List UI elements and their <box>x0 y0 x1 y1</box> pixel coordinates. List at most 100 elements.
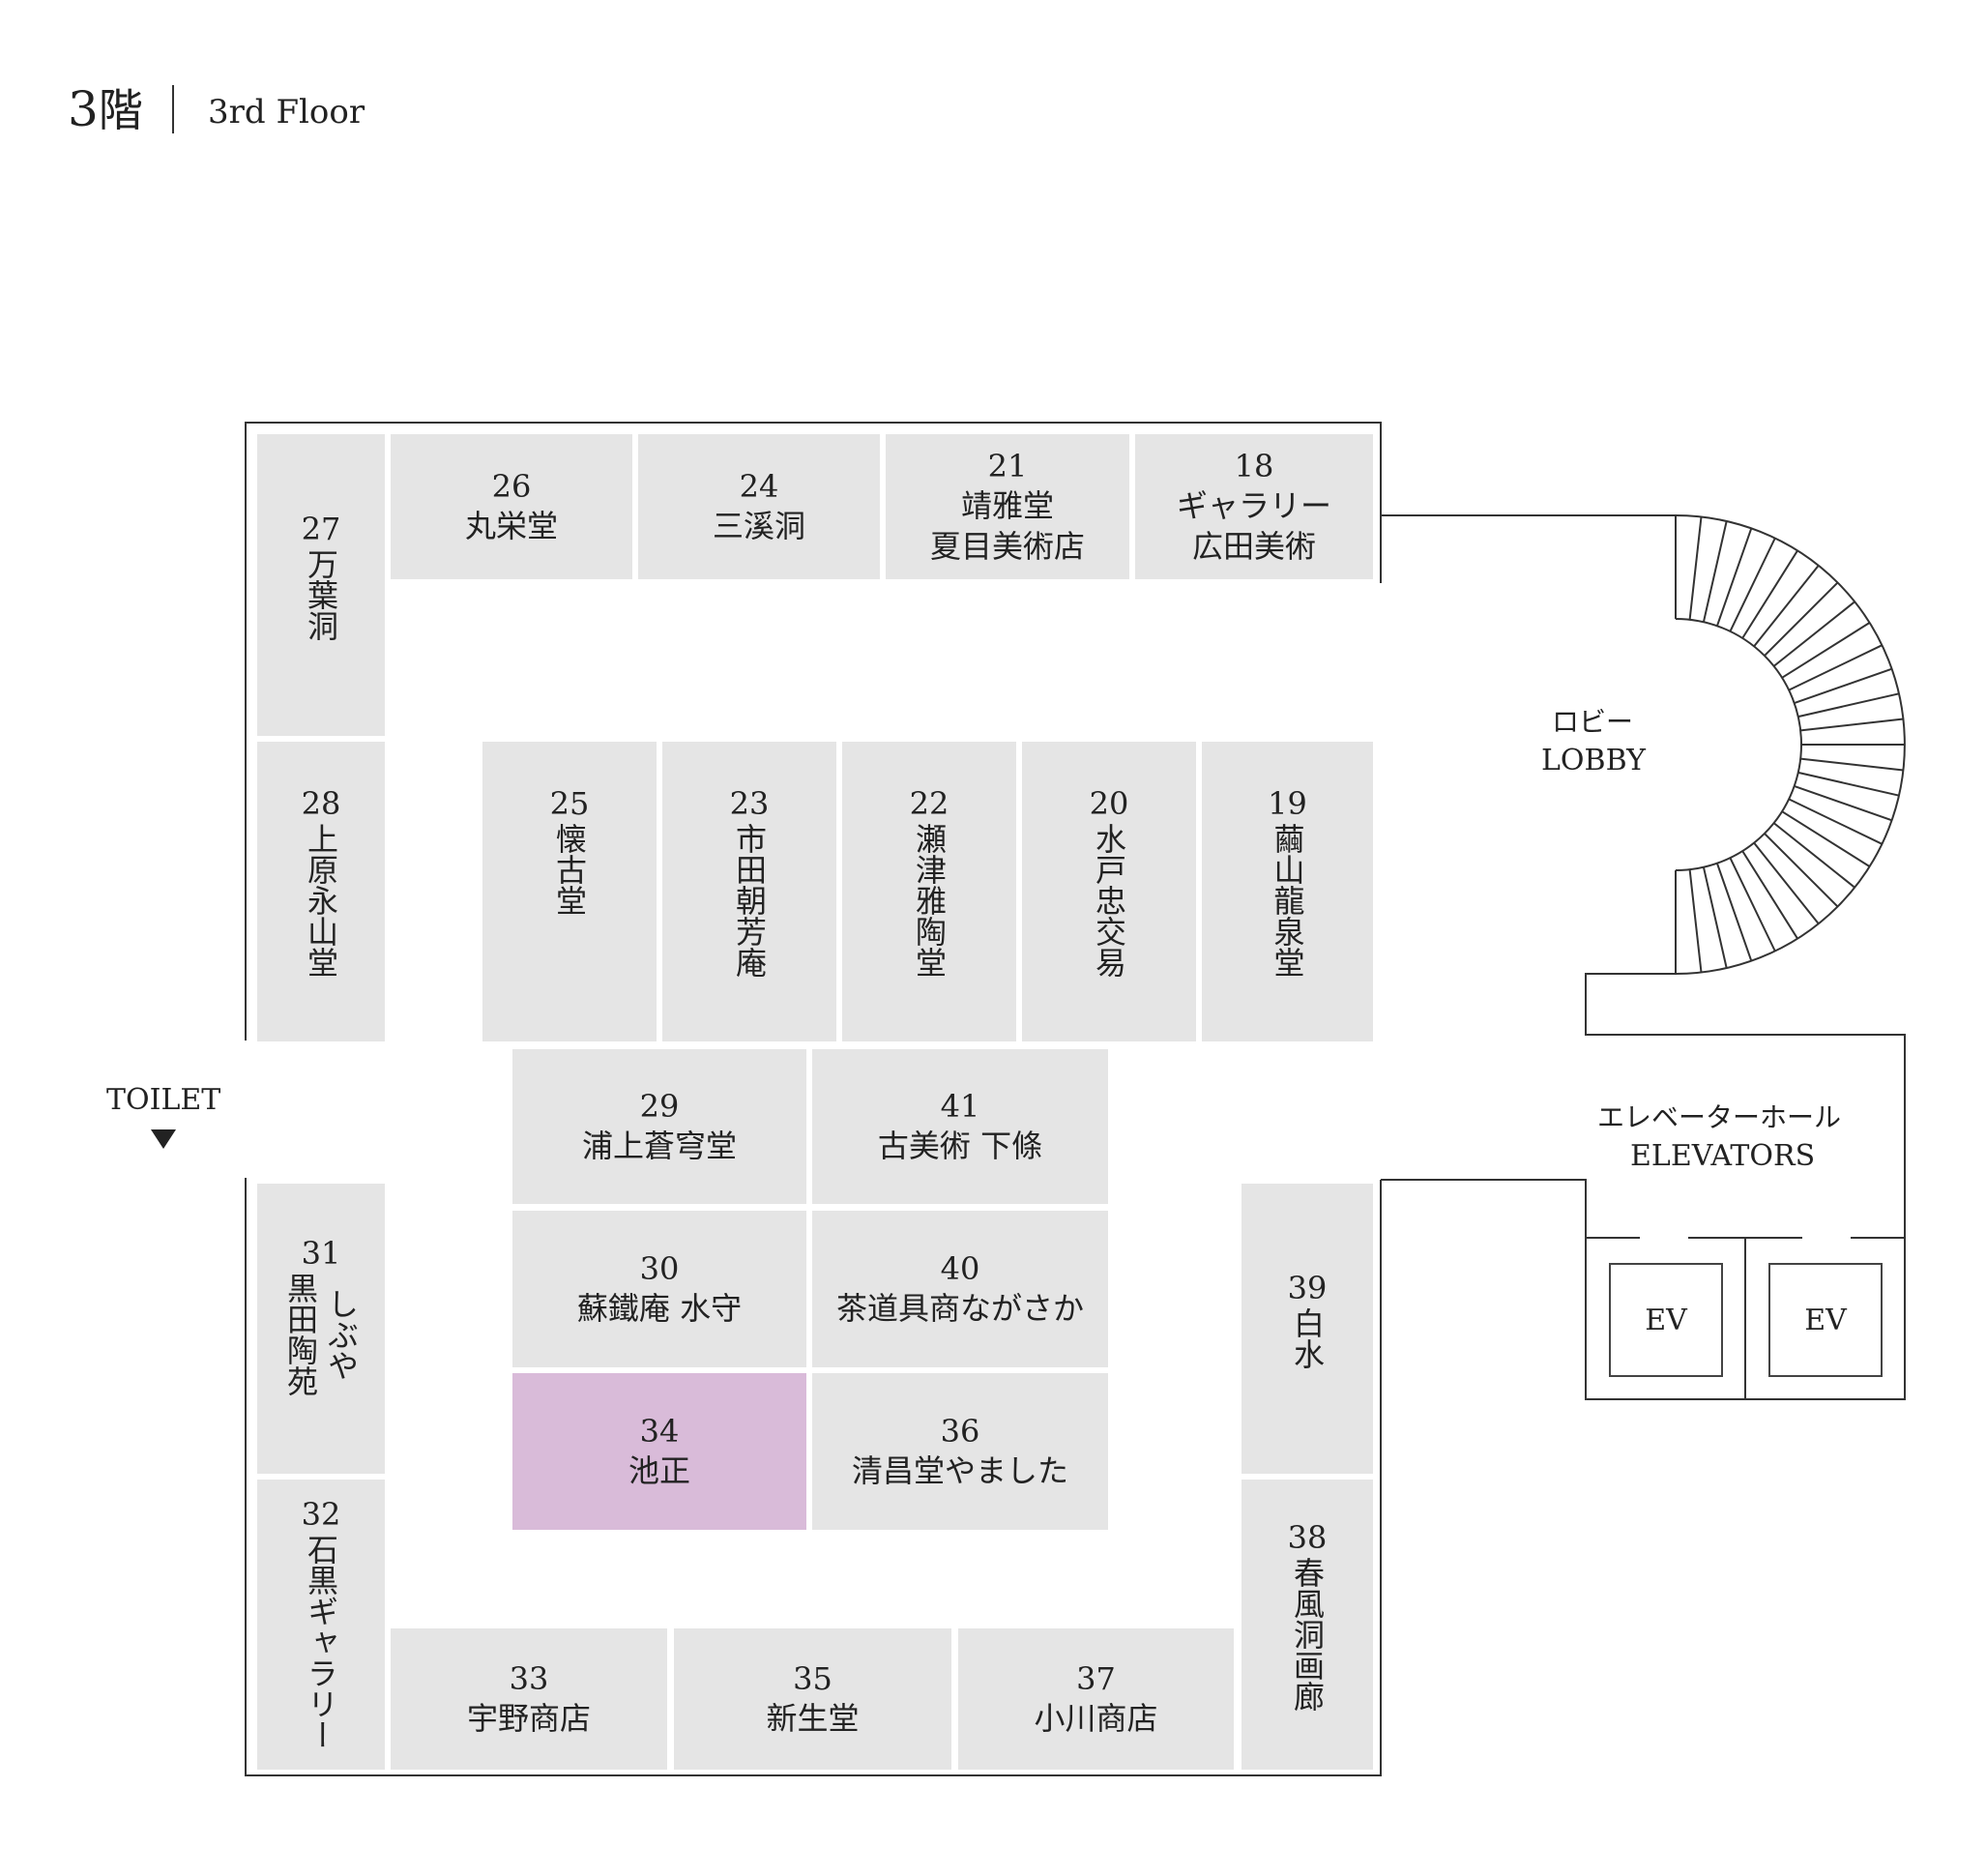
stair-step <box>1772 601 1855 667</box>
stall-number: 23 <box>729 785 770 822</box>
stall-27[interactable]: 27 万葉洞 <box>257 434 385 736</box>
stair-step <box>1788 644 1883 691</box>
stair-step <box>1702 520 1728 623</box>
stair-step <box>1797 771 1900 797</box>
stall-39[interactable]: 39 白水 <box>1241 1184 1373 1474</box>
stall-name: ギャラリー <box>1176 487 1331 524</box>
header-divider <box>172 85 174 133</box>
stall-26[interactable]: 26 丸栄堂 <box>391 434 632 579</box>
stall-name-group: しぶや 黒田陶苑 <box>282 1273 360 1396</box>
stall-name: 繭山龍泉堂 <box>1269 823 1306 978</box>
stair-step <box>1772 822 1855 889</box>
stall-35[interactable]: 35 新生堂 <box>674 1628 951 1770</box>
stair-step <box>1764 581 1839 657</box>
elevator-wall-upper <box>1381 973 1906 1400</box>
stall-19[interactable]: 19 繭山龍泉堂 <box>1202 742 1373 1041</box>
stall-name: 蘇鐵庵 水守 <box>576 1290 743 1327</box>
stair-step <box>1741 549 1798 639</box>
stall-name: 三溪洞 <box>712 508 805 544</box>
stall-21[interactable]: 21 靖雅堂 夏目美術店 <box>886 434 1129 579</box>
floor-number: 3 <box>68 81 99 137</box>
stall-name: 上原永山堂 <box>303 823 339 978</box>
stall-name-2: 広田美術 <box>1191 528 1316 565</box>
stair-step <box>1688 869 1703 973</box>
stall-name: 新生堂 <box>766 1700 860 1737</box>
elevator-label-jp: エレベーターホール <box>1597 1101 1842 1133</box>
stall-number: 35 <box>793 1660 832 1697</box>
stall-31[interactable]: 31 しぶや 黒田陶苑 <box>257 1184 385 1474</box>
stall-number: 39 <box>1287 1270 1328 1306</box>
stair-step <box>1800 757 1904 772</box>
stall-name: 石黒ギャラリー <box>303 1534 339 1750</box>
elevator-label-en: ELEVATORS <box>1630 1139 1816 1173</box>
stall-25[interactable]: 25 懐古堂 <box>482 742 657 1041</box>
stair-step <box>1794 784 1893 822</box>
stairs-steps <box>1688 516 1905 973</box>
stall-24[interactable]: 24 三溪洞 <box>638 434 880 579</box>
stair-step <box>1753 841 1820 924</box>
toilet-arrow-icon <box>151 1129 176 1149</box>
stall-number: 21 <box>987 448 1028 484</box>
stall-20[interactable]: 20 水戸忠交易 <box>1022 742 1196 1041</box>
stall-name-2: 黒田陶苑 <box>282 1273 319 1396</box>
stall-name: 浦上蒼穹堂 <box>581 1128 737 1164</box>
stall-name: 万葉洞 <box>303 548 339 641</box>
stall-29[interactable]: 29 浦上蒼穹堂 <box>512 1049 806 1204</box>
stall-18[interactable]: 18 ギャラリー 広田美術 <box>1135 434 1373 579</box>
stair-step <box>1797 692 1900 718</box>
stall-name: 古美術 下條 <box>877 1128 1043 1164</box>
stair-step <box>1788 798 1883 845</box>
stall-36[interactable]: 36 清昌堂やました <box>812 1373 1108 1530</box>
stall-number: 40 <box>940 1250 980 1287</box>
stall-number: 19 <box>1268 785 1307 822</box>
stair-step <box>1715 527 1753 627</box>
lobby-label-en: LOBBY <box>1541 744 1646 777</box>
stall-number: 22 <box>909 785 949 822</box>
stall-40[interactable]: 40 茶道具商ながさか <box>812 1211 1108 1367</box>
stall-32[interactable]: 32 石黒ギャラリー <box>257 1480 385 1770</box>
stall-name: 春風洞画廊 <box>1289 1557 1326 1712</box>
stall-28[interactable]: 28 上原永山堂 <box>257 742 385 1041</box>
stall-name: 茶道具商ながさか <box>835 1290 1084 1327</box>
stair-step <box>1800 718 1904 732</box>
stall-name-2: 夏目美術店 <box>929 528 1085 565</box>
floor-kanji: 階 <box>98 84 143 136</box>
stair-step <box>1764 833 1839 908</box>
stall-33[interactable]: 33 宇野商店 <box>391 1628 667 1770</box>
stall-number: 18 <box>1234 448 1274 484</box>
stair-step <box>1794 667 1893 705</box>
stall-number: 20 <box>1089 785 1129 822</box>
stall-name: 白水 <box>1289 1307 1326 1369</box>
lobby-label-jp: ロビー <box>1552 706 1634 738</box>
stair-step <box>1781 810 1871 867</box>
stall-41[interactable]: 41 古美術 下條 <box>812 1049 1108 1204</box>
stall-number: 27 <box>301 511 341 547</box>
stair-step <box>1688 516 1703 620</box>
stair-step <box>1729 857 1776 952</box>
stall-name: 小川商店 <box>1034 1700 1158 1737</box>
stairs-inner <box>1675 618 1802 871</box>
stair-step <box>1741 850 1798 940</box>
stall-number: 32 <box>301 1496 341 1533</box>
stall-34[interactable]: 34 池正 <box>512 1373 806 1530</box>
hall-wall-top <box>245 422 1382 1041</box>
stair-step <box>1729 538 1776 632</box>
stall-name: 宇野商店 <box>466 1700 591 1737</box>
stall-23[interactable]: 23 市田朝芳庵 <box>662 742 836 1041</box>
elevator-1: EV <box>1609 1263 1723 1377</box>
stall-number: 26 <box>491 468 532 505</box>
stall-name: 清昌堂やました <box>851 1452 1068 1489</box>
stall-number: 29 <box>639 1088 680 1125</box>
stall-number: 33 <box>509 1660 549 1697</box>
stall-name: 市田朝芳庵 <box>731 823 768 978</box>
stall-37[interactable]: 37 小川商店 <box>958 1628 1234 1770</box>
stall-name: 懐古堂 <box>551 823 588 916</box>
stall-38[interactable]: 38 春風洞画廊 <box>1241 1480 1373 1770</box>
stall-name: 靖雅堂 <box>960 487 1054 524</box>
stall-number: 31 <box>301 1235 341 1272</box>
stall-number: 38 <box>1287 1519 1328 1556</box>
stall-22[interactable]: 22 瀬津雅陶堂 <box>842 742 1016 1041</box>
stall-number: 25 <box>549 785 590 822</box>
stall-30[interactable]: 30 蘇鐵庵 水守 <box>512 1211 806 1367</box>
